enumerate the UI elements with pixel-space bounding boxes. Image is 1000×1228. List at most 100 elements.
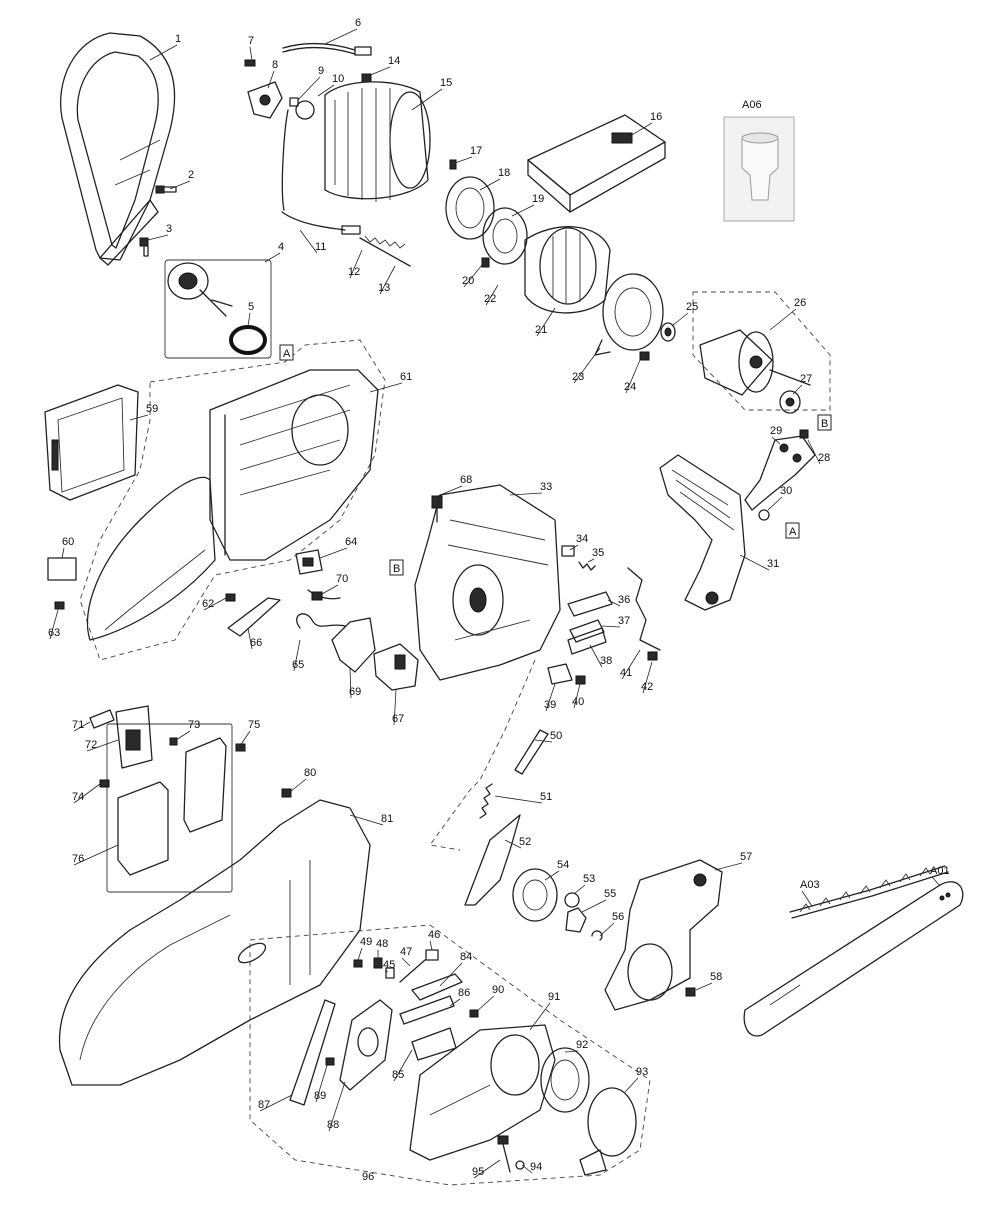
leader-line (473, 1159, 501, 1179)
part-number-label: 15 (440, 77, 452, 89)
leader-line (739, 554, 770, 571)
part-number-label: 45 (383, 959, 395, 971)
connector-tag: A (279, 344, 294, 361)
leader-line (203, 597, 227, 611)
part-number-label: 61 (400, 371, 412, 383)
part-number-label: 86 (458, 987, 470, 999)
leader-line (792, 384, 803, 395)
leader-line (564, 1050, 579, 1053)
screw-89 (325, 1057, 335, 1066)
stator-21 (524, 226, 611, 314)
part-number-label: 34 (576, 533, 588, 545)
lockout-66 (227, 597, 281, 637)
part-number-label: 51 (540, 791, 552, 803)
part-number-label: 74 (72, 791, 84, 803)
leader-line (494, 795, 543, 804)
latch-cover-76 (117, 737, 227, 876)
leader-line (175, 730, 191, 741)
leader-line (259, 1094, 293, 1112)
leader-line (581, 899, 607, 913)
screw-74 (99, 779, 110, 788)
bearing-27 (779, 390, 801, 414)
part-number-label: A03 (800, 879, 820, 891)
part-number-label: 10 (332, 73, 344, 85)
chain-loop-52 (464, 814, 521, 906)
leader-line (769, 308, 797, 331)
part-number-label: 95 (472, 1166, 484, 1178)
leader-line (545, 683, 556, 712)
leader-line (479, 178, 501, 191)
screw-73 (169, 737, 178, 746)
leader-line (544, 870, 560, 881)
part-number-label: 48 (376, 938, 388, 950)
saw-chain-A03 (789, 865, 949, 919)
leader-line (642, 661, 653, 694)
spacer-34 (561, 545, 575, 557)
pad-85 (411, 1027, 457, 1061)
part-number-label: 71 (72, 719, 84, 731)
screw-80 (281, 788, 292, 798)
part-number-label: 88 (327, 1119, 339, 1131)
screw-62 (225, 593, 236, 602)
knob-93 (579, 1087, 637, 1176)
part-number-label: 24 (624, 381, 636, 393)
part-number-label: 52 (519, 836, 531, 848)
part-number-label: 63 (48, 627, 60, 639)
part-number-label: 38 (600, 655, 612, 667)
part-number-label: 14 (388, 55, 400, 67)
accessory-header: A06 (742, 99, 762, 111)
leader-line (463, 264, 483, 288)
leader-line (454, 156, 473, 164)
part-number-label: 67 (392, 713, 404, 725)
part-number-label: 30 (780, 485, 792, 497)
leader-line (249, 46, 253, 61)
brake-lever-29 (744, 435, 816, 511)
part-number-label: 2 (188, 169, 194, 181)
part-number-label: 70 (336, 573, 348, 585)
leader-line (509, 492, 543, 496)
part-number-label: 72 (85, 739, 97, 751)
latch-group-box (106, 723, 233, 893)
housing-61-outline (79, 339, 386, 661)
leader-line (695, 982, 713, 991)
plate-84 (411, 973, 463, 1001)
part-number-label: 36 (618, 594, 630, 606)
part-number-label: 7 (248, 35, 254, 47)
oil-cap-group-box (164, 259, 272, 359)
connector-tag: A (785, 522, 800, 539)
oil-pump (244, 59, 299, 119)
part-number-label: 65 (292, 659, 304, 671)
washer-30 (758, 509, 770, 521)
oil-hose-11 (281, 109, 361, 235)
leader-line (504, 839, 522, 849)
leader-line (349, 249, 363, 279)
part-number-label: 20 (462, 275, 474, 287)
guide-bar-A01 (743, 881, 964, 1037)
part-number-label: 27 (800, 373, 812, 385)
part-number-label: 75 (248, 719, 260, 731)
plate-86 (399, 995, 455, 1025)
part-number-label: 54 (557, 859, 569, 871)
part-number-label: 64 (345, 536, 357, 548)
leader-line (61, 547, 65, 559)
part-number-label: 16 (650, 111, 662, 123)
screw-58 (685, 987, 696, 997)
spring-12-13 (359, 235, 411, 267)
leader-line (411, 88, 443, 111)
switch-67 (373, 643, 419, 691)
oil-cap (167, 262, 233, 317)
part-number-label: 49 (360, 936, 372, 948)
leader-line (601, 625, 621, 628)
part-number-label: 96 (362, 1171, 374, 1183)
switch-64 (295, 549, 323, 575)
bolt-95 (497, 1135, 511, 1173)
part-number-label: 5 (248, 301, 254, 313)
sprocket-54 (512, 868, 558, 922)
spring-51 (479, 783, 493, 819)
plate-38 (567, 627, 607, 655)
part-number-label: 85 (392, 1069, 404, 1081)
part-number-label: 50 (550, 730, 562, 742)
rotor-26 (699, 329, 811, 396)
